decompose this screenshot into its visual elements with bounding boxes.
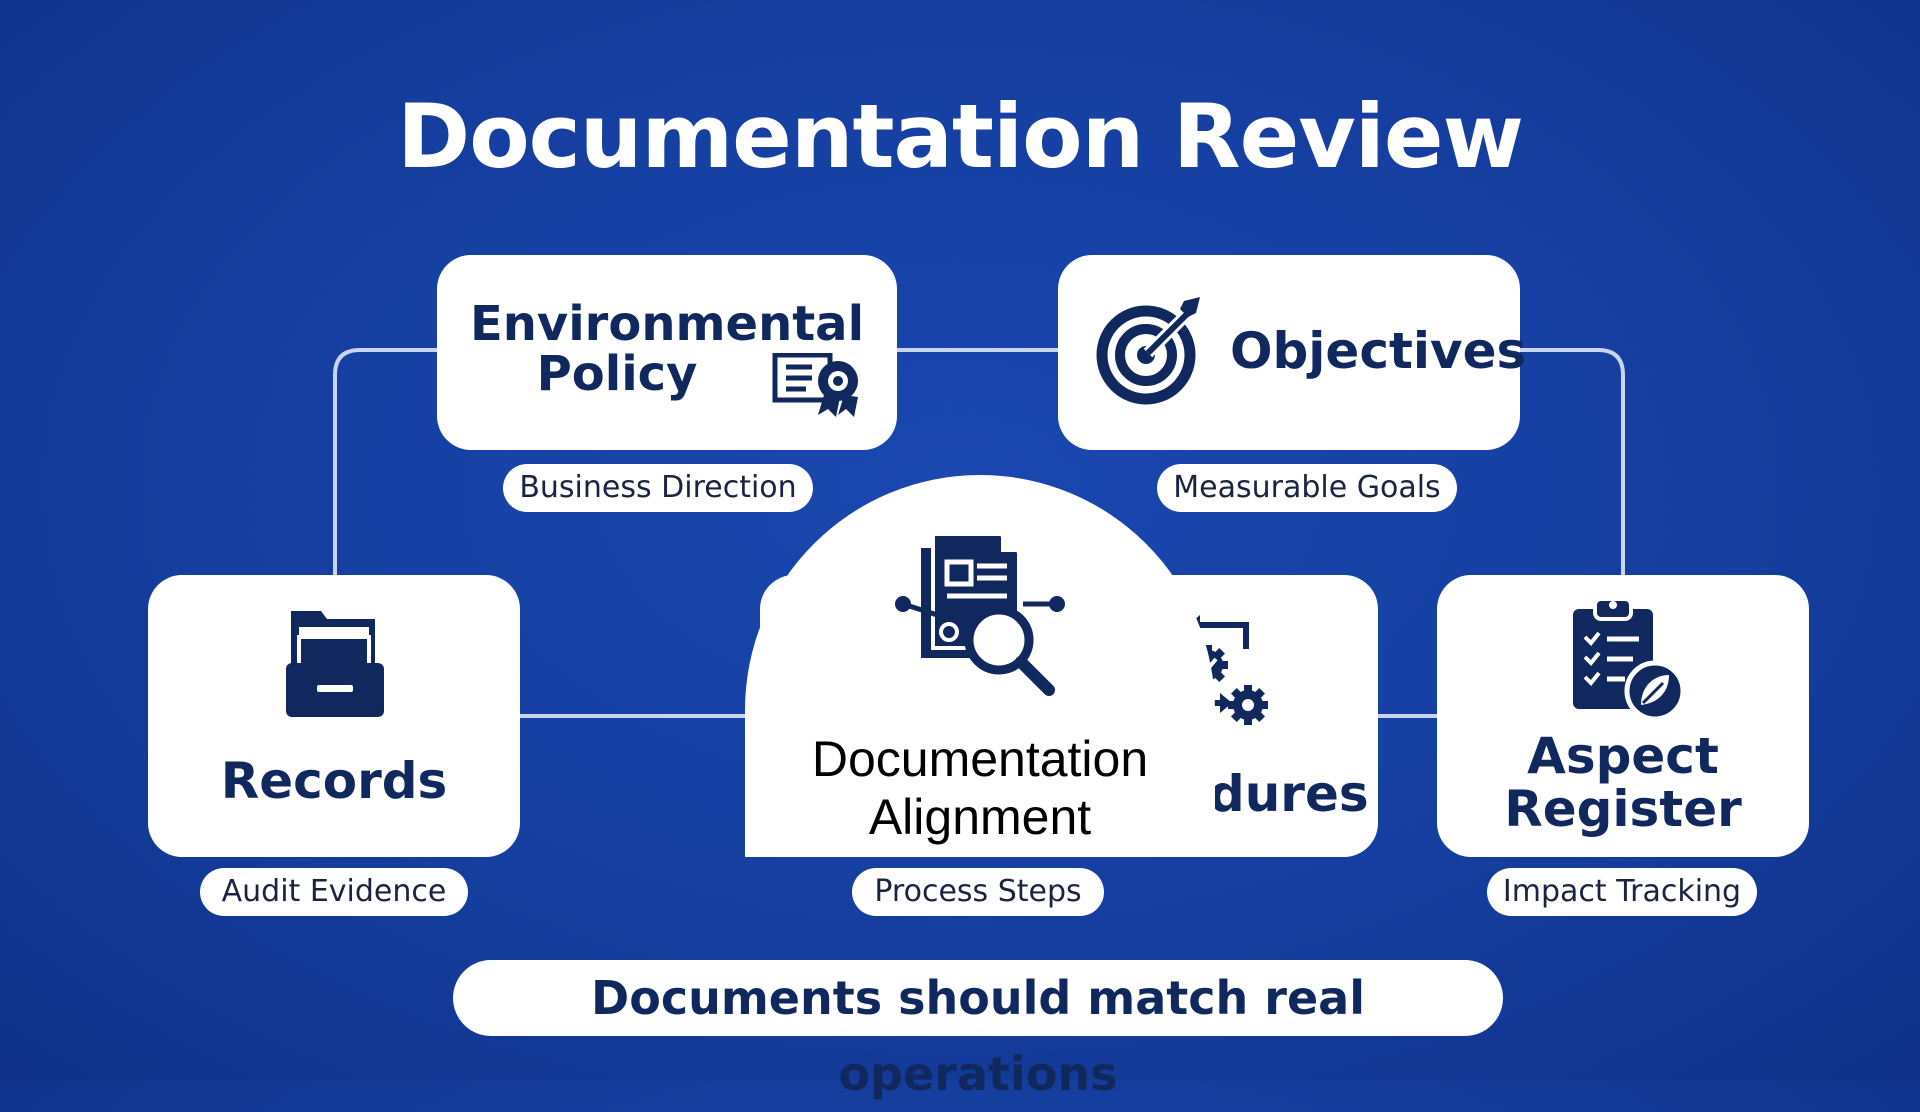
process-steps-tag: Process Steps	[852, 868, 1104, 916]
aspect-register-title-line2: Register	[1504, 779, 1742, 838]
connector-lines	[333, 348, 1625, 718]
document-search-icon	[893, 530, 1073, 705]
objectives-card: Objectives	[1058, 255, 1526, 450]
environmental-policy-card: Environmental Policy	[437, 255, 897, 450]
file-cabinet-folder-icon	[283, 605, 388, 725]
documentation-alignment-bubble: Documentation Alignment	[745, 475, 1215, 857]
page-title: Documentation Review	[397, 85, 1524, 188]
business-direction-tag: Business Direction	[503, 464, 813, 512]
environmental-policy-title: Environmental Policy	[437, 299, 897, 400]
aspect-register-title-line1: Aspect	[1527, 727, 1719, 785]
environmental-policy-title-line1: Environmental	[469, 296, 865, 352]
audit-evidence-tag: Audit Evidence	[200, 868, 468, 916]
documentation-alignment-title-line2: Alignment	[868, 789, 1092, 845]
environmental-policy-title-line2: Policy	[536, 346, 698, 403]
objectives-title: Objectives	[1230, 322, 1527, 380]
certificate-award-icon	[772, 352, 862, 423]
connector-objectives-aspect	[1520, 348, 1625, 575]
connector-policy-records	[333, 348, 437, 575]
aspect-register-card: Aspect Register	[1437, 575, 1809, 857]
records-card: Records	[148, 575, 520, 857]
records-title: Records	[220, 752, 448, 810]
clipboard-checklist-leaf-icon	[1569, 595, 1686, 725]
measurable-goals-tag: Measurable Goals	[1157, 464, 1457, 512]
documentation-alignment-title: Documentation Alignment	[745, 730, 1215, 846]
target-arrow-icon	[1096, 293, 1211, 413]
documentation-alignment-title-line1: Documentation	[811, 731, 1149, 787]
impact-tracking-tag: Impact Tracking	[1487, 868, 1757, 916]
footer-banner: Documents should match real operations	[453, 960, 1503, 1101]
aspect-register-title: Aspect Register	[1437, 730, 1809, 835]
